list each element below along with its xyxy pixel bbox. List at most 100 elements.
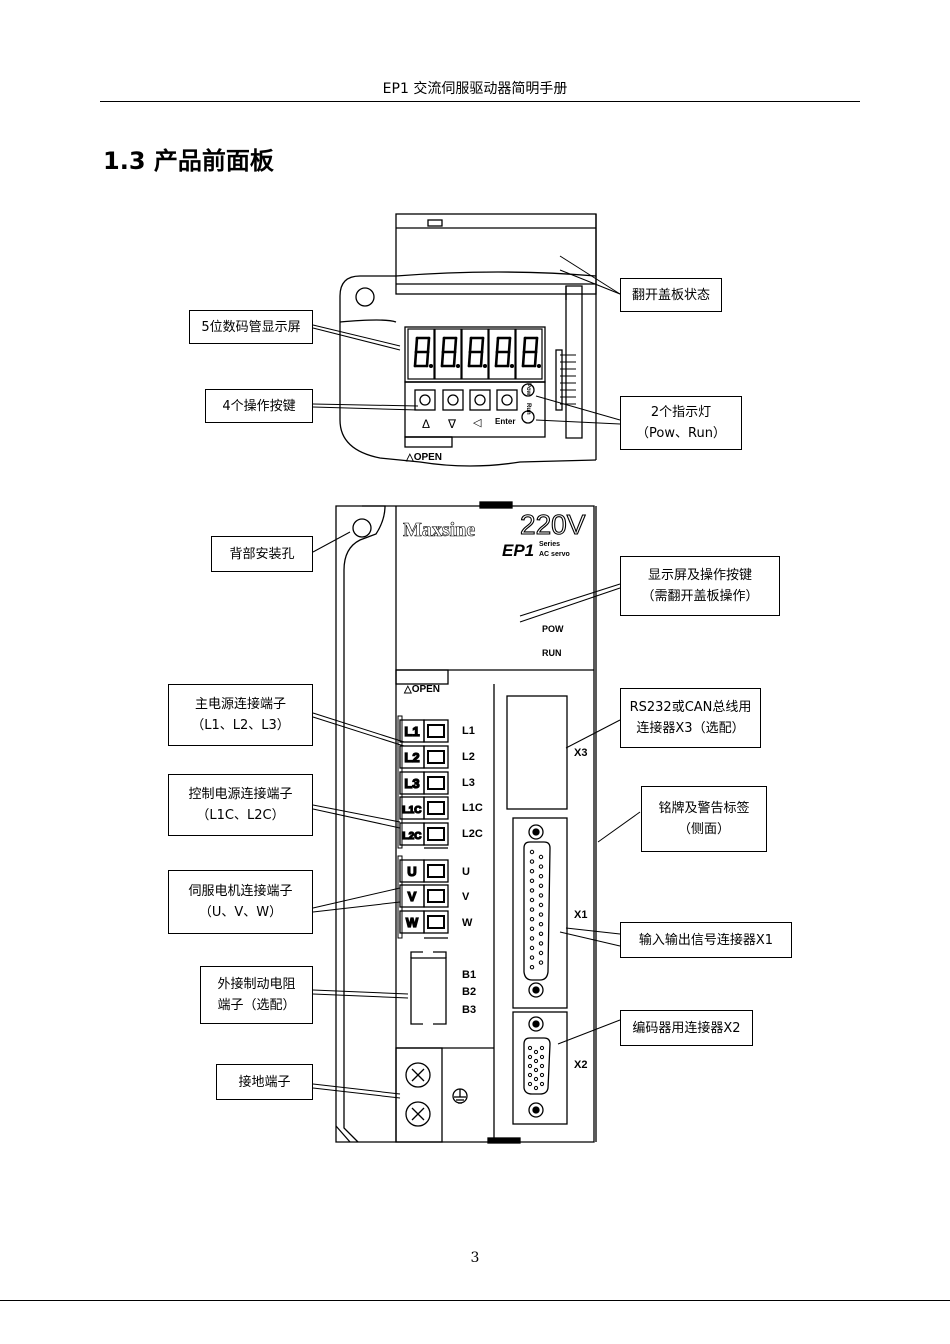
x1-pin <box>538 912 544 917</box>
leader-lines <box>312 255 641 1099</box>
top-panel-outline <box>339 213 597 467</box>
ground-symbol-icon <box>452 1088 468 1104</box>
callout-ctrl-power-line2: （L1C、L2C） <box>196 808 285 823</box>
term-label-l2: L2 <box>462 751 475 763</box>
x1-pin <box>538 902 544 908</box>
callout-rs232-line1: RS232或CAN总线用 <box>629 700 752 715</box>
x2-connector <box>523 1016 551 1118</box>
terminal-l1: L1 <box>399 719 449 743</box>
callout-display-text: 5位数码管显示屏 <box>201 319 301 335</box>
terminal-l1c: L1C <box>399 796 449 820</box>
term-label-v: V <box>462 891 470 903</box>
terminal-w: W <box>399 910 449 934</box>
front-open-label: △OPEN <box>403 684 440 695</box>
page-header: EP1 交流伺服驱动器简明手册 <box>382 81 568 97</box>
brand-logo: Maxsine <box>403 519 475 541</box>
term-label-b3: B3 <box>462 1004 476 1016</box>
run-led-icon <box>521 410 535 424</box>
x2-pin <box>533 1085 539 1091</box>
digit-cell <box>434 328 462 380</box>
x1-pin <box>529 945 535 951</box>
series-line2: AC servo <box>539 551 570 558</box>
callout-brake-line2: 端子（选配） <box>217 998 296 1013</box>
x2-pin <box>533 1076 539 1082</box>
callout-motor-line1: 伺服电机连接端子 <box>188 884 293 899</box>
callout-motor-line2: （U、V、W） <box>198 905 283 920</box>
x3-label: X3 <box>574 747 587 759</box>
callout-indicators-line1: 2个指示灯 <box>650 405 712 420</box>
term-label-l2c: L2C <box>462 828 483 840</box>
callout-indicators: 2个指示灯 （Pow、Run） <box>620 396 742 450</box>
terminal-text: L3 <box>404 776 419 791</box>
terminal-text: W <box>406 915 419 930</box>
x1-pin <box>529 965 535 970</box>
x1-pin <box>529 849 535 855</box>
x2-pin <box>527 1063 533 1069</box>
callout-ground: 接地端子 <box>216 1064 313 1100</box>
x2-pin <box>533 1049 539 1055</box>
terminal-u: U <box>399 859 449 883</box>
terminal-l2c: L2C <box>399 822 449 846</box>
callout-main-power: 主电源连接端子 （L1、L2、L3） <box>168 684 313 746</box>
front-panel-outline <box>335 501 597 1144</box>
term-label-w: W <box>462 917 473 929</box>
terminal-text: L2C <box>403 831 422 842</box>
front-pow-label: POW <box>542 624 564 634</box>
ground-screws <box>405 1062 431 1127</box>
x1-pin <box>529 926 535 931</box>
top-mount-hole <box>355 287 375 307</box>
terminal-text: U <box>407 864 416 879</box>
digit-cell <box>461 328 489 380</box>
x1-pin <box>538 874 544 879</box>
x2-pin <box>527 1072 533 1078</box>
front-mount-hole <box>352 518 372 538</box>
callout-mount-hole-text: 背部安装孔 <box>229 546 295 562</box>
top-seven-segment-digits <box>407 328 543 380</box>
x1-pin <box>538 950 544 956</box>
callout-encoder-text: 编码器用连接器X2 <box>632 1020 741 1036</box>
callout-brake: 外接制动电阻 端子（选配） <box>200 966 313 1024</box>
callout-display-keys-line2: （需翻开盖板操作） <box>641 589 759 604</box>
callout-brake-line1: 外接制动电阻 <box>217 977 296 992</box>
callout-motor: 伺服电机连接端子 （U、V、W） <box>168 870 313 934</box>
terminal-v: V <box>399 884 449 908</box>
x1-connector <box>523 824 551 998</box>
x1-pin <box>538 922 544 927</box>
x1-pin <box>529 907 535 912</box>
digit-cell <box>515 328 543 380</box>
x1-label: X1 <box>574 909 587 921</box>
callout-encoder: 编码器用连接器X2 <box>620 1010 753 1046</box>
series-line1: Series <box>539 541 560 548</box>
x1-pin <box>529 888 535 893</box>
callout-flip-cover: 翻开盖板状态 <box>620 278 722 312</box>
digit-cell <box>407 328 435 380</box>
x1-pin <box>529 955 535 960</box>
top-pow-label: Pow <box>525 383 531 396</box>
callout-flip-cover-text: 翻开盖板状态 <box>631 287 710 303</box>
term-label-l3: L3 <box>462 777 475 789</box>
callout-main-power-line2: （L1、L2、L3） <box>191 718 290 733</box>
x1-pin <box>538 931 544 936</box>
x1-pin <box>538 941 544 946</box>
x2-pin <box>539 1081 545 1087</box>
page-number: 3 <box>470 1250 480 1266</box>
top-keys <box>414 389 518 411</box>
terminal-l2: L2 <box>399 745 449 769</box>
callout-mount-hole: 背部安装孔 <box>211 536 313 572</box>
callout-nameplate: 铭牌及警告标签 （侧面） <box>641 786 767 852</box>
model-label: EP1 <box>502 541 534 560</box>
terminal-text: V <box>408 889 417 904</box>
front-run-label: RUN <box>542 648 562 658</box>
x2-pin <box>533 1067 539 1073</box>
term-label-l1: L1 <box>462 725 475 737</box>
x1-pin <box>538 893 544 898</box>
term-label-b2: B2 <box>462 986 476 998</box>
callout-ctrl-power-line1: 控制电源连接端子 <box>188 787 293 802</box>
terminal-text: L1C <box>403 805 422 816</box>
callout-nameplate-line1: 铭牌及警告标签 <box>658 801 750 816</box>
brake-terminal-block <box>410 950 447 1026</box>
callout-ground-text: 接地端子 <box>238 1074 291 1090</box>
callout-io-connector-text: 输入输出信号连接器X1 <box>638 932 774 948</box>
